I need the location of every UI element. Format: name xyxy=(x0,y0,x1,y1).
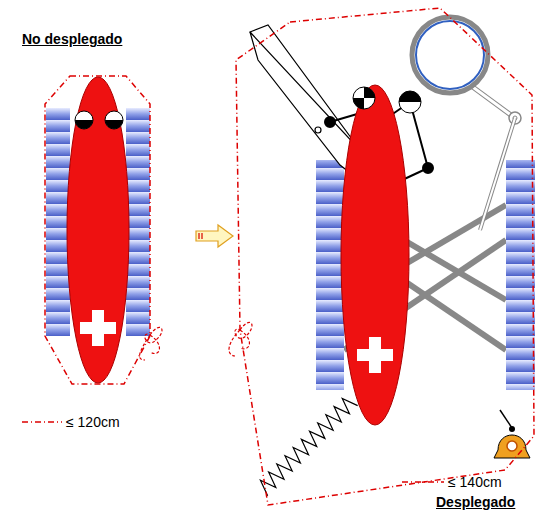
camera-eye xyxy=(75,111,123,129)
knife-body xyxy=(341,85,409,425)
envelope-outline xyxy=(236,8,534,505)
folded-robot xyxy=(22,76,162,422)
transition-arrow xyxy=(196,225,233,247)
figure-title: Desplegado xyxy=(436,494,515,510)
swiss-cross xyxy=(80,310,116,346)
rope-bow xyxy=(140,327,162,360)
rope-bow xyxy=(229,322,252,356)
track xyxy=(316,160,344,390)
track xyxy=(46,108,70,336)
swiss-cross xyxy=(357,337,393,373)
corkscrew xyxy=(260,398,357,495)
track xyxy=(126,108,150,336)
bell xyxy=(494,410,530,458)
camera-eye xyxy=(353,87,421,113)
legend-line xyxy=(402,481,444,483)
dimension-label: ≤ 140cm xyxy=(448,474,502,490)
envelope-outline xyxy=(45,76,150,384)
magnifier xyxy=(412,17,521,230)
figure-title: No desplegado xyxy=(22,31,122,47)
track xyxy=(506,160,535,390)
deployed-robot xyxy=(229,8,535,505)
legend-line xyxy=(22,421,62,423)
dimension-label: ≤ 120cm xyxy=(66,414,120,430)
knife-body xyxy=(67,77,129,383)
